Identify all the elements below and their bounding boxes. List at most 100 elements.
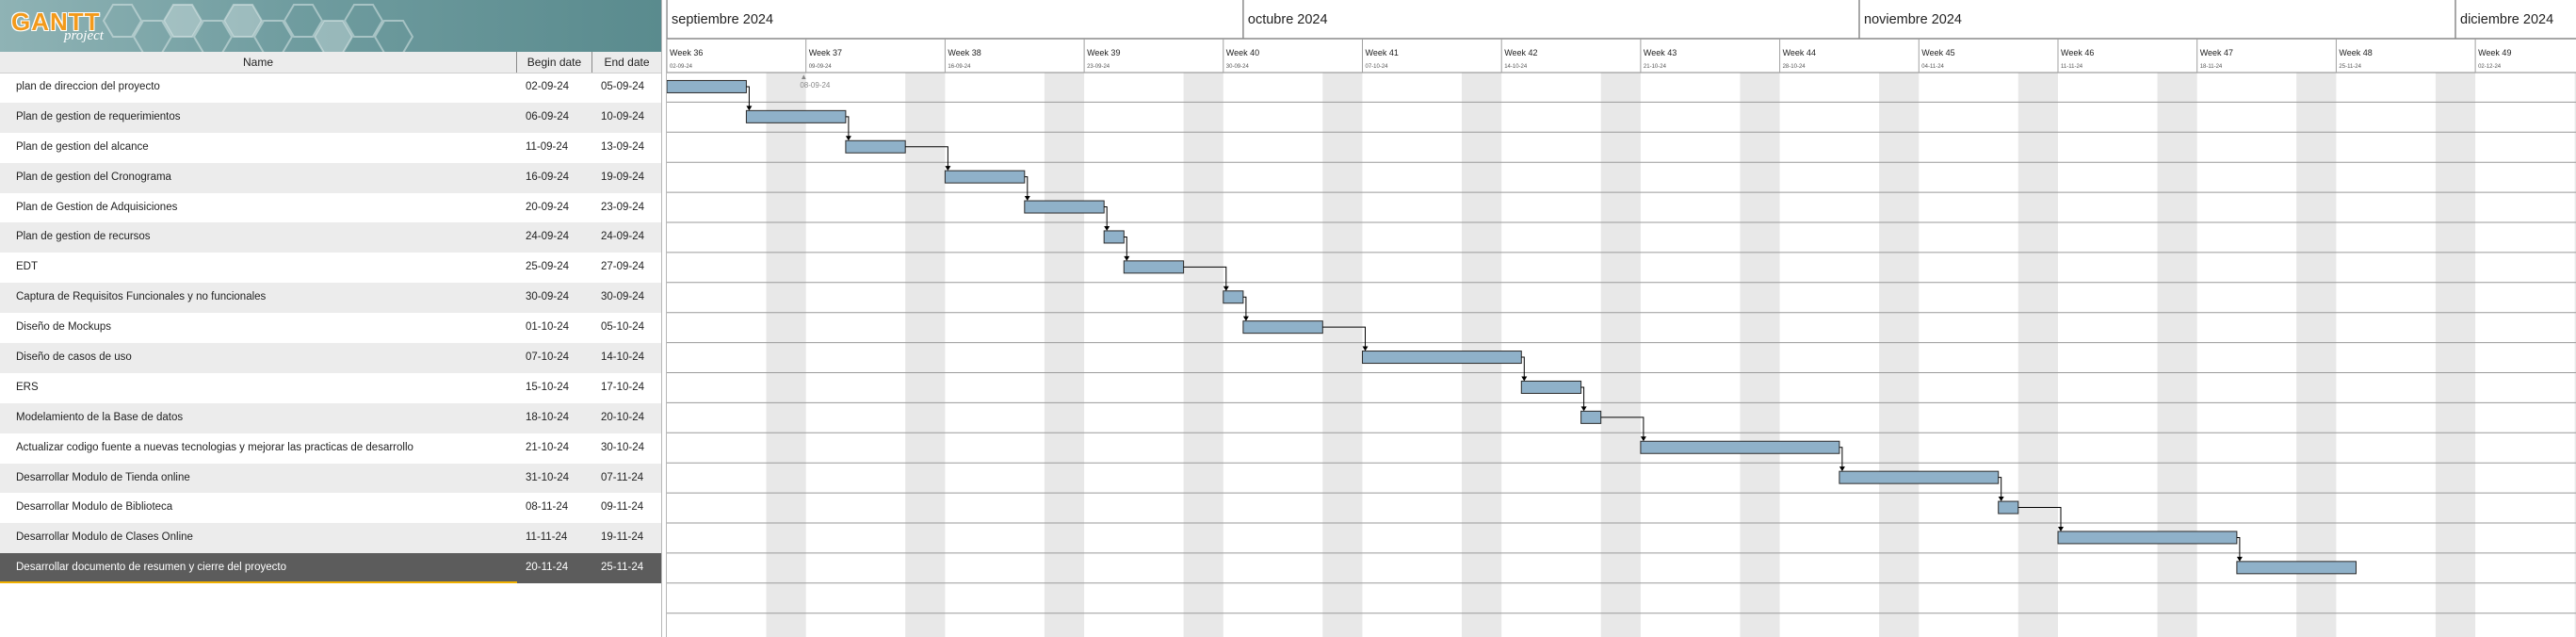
task-begin-date: 20-11-24 — [526, 562, 569, 574]
week-start-date: 18-11-24 — [2200, 64, 2223, 70]
month-label: noviembre 2024 — [1864, 12, 1962, 27]
dependency-arrow — [905, 146, 948, 171]
task-begin-date: 02-09-24 — [526, 81, 570, 92]
task-begin-date: 08-11-24 — [526, 501, 569, 514]
task-bar[interactable] — [1520, 380, 1582, 394]
task-begin-date: 18-10-24 — [526, 411, 570, 423]
task-name: Diseño de Mockups — [16, 321, 111, 334]
dependency-arrow — [1104, 206, 1108, 230]
task-bar[interactable] — [1242, 320, 1323, 335]
dependency-arrowhead-icon — [1242, 316, 1249, 321]
task-bar[interactable] — [667, 79, 747, 93]
dependency-arrowhead-icon — [746, 106, 753, 111]
task-end-date: 23-09-24 — [601, 201, 645, 213]
task-name: Plan de gestion de recursos — [16, 231, 151, 243]
task-name: Diseño de casos de uso — [16, 351, 132, 364]
task-begin-date: 25-09-24 — [526, 261, 570, 273]
week-start-date: 28-10-24 — [1783, 64, 1806, 70]
task-begin-date: 31-10-24 — [526, 471, 570, 483]
weekend-shading — [1879, 73, 1920, 637]
task-name: Plan de gestion de requerimientos — [16, 110, 181, 122]
task-bar[interactable] — [1640, 440, 1840, 454]
today-marker-icon: ▲ — [800, 73, 807, 81]
task-bar[interactable] — [944, 170, 1026, 184]
weekend-shading — [2157, 73, 2197, 637]
dependency-arrowhead-icon — [1998, 497, 2004, 502]
week-label: Week 41 — [1366, 48, 1399, 57]
week-start-date: 23-09-24 — [1087, 64, 1110, 70]
month-label: septiembre 2024 — [672, 12, 773, 27]
task-bar[interactable] — [1123, 260, 1185, 274]
column-header-end-date[interactable]: End date — [604, 56, 650, 69]
task-end-date: 13-09-24 — [601, 140, 645, 153]
task-bar[interactable] — [2057, 531, 2238, 545]
task-begin-date: 11-11-24 — [526, 531, 568, 544]
week-label: Week 49 — [2478, 48, 2511, 57]
task-end-date: 30-09-24 — [601, 291, 645, 303]
task-bar[interactable] — [1362, 351, 1522, 365]
task-bar[interactable] — [1103, 230, 1125, 244]
task-name: Actualizar codigo fuente a nuevas tecnol… — [16, 441, 413, 453]
task-bar[interactable] — [845, 139, 906, 154]
dependency-arrow — [1998, 477, 2002, 501]
weekend-shading — [2296, 73, 2337, 637]
task-name: Desarrollar documento de resumen y cierr… — [16, 562, 286, 574]
weekend-shading — [2574, 73, 2576, 637]
task-row[interactable]: Actualizar codigo fuente a nuevas tecnol… — [0, 433, 661, 464]
week-label: Week 40 — [1226, 48, 1259, 57]
task-end-date: 25-11-24 — [601, 562, 644, 574]
dependency-arrowhead-icon — [1124, 255, 1130, 261]
task-name: Plan de Gestion de Adquisiciones — [16, 201, 178, 213]
dependency-arrowhead-icon — [1024, 196, 1030, 202]
column-header-begin-date[interactable]: Begin date — [517, 52, 592, 73]
weekend-shading — [1322, 73, 1363, 637]
week-label: Week 45 — [1921, 48, 1954, 57]
task-bar[interactable] — [745, 109, 847, 123]
task-name: Plan de gestion del Cronograma — [16, 171, 171, 183]
task-end-date: 05-09-24 — [601, 81, 645, 92]
task-end-date: 10-09-24 — [601, 110, 645, 122]
task-bar[interactable] — [2236, 561, 2357, 575]
week-start-date: 25-11-24 — [2339, 64, 2361, 70]
column-header-name[interactable]: Name — [0, 52, 517, 73]
task-row[interactable]: Desarrollar documento de resumen y cierr… — [0, 553, 661, 584]
dependency-arrowhead-icon — [945, 166, 951, 172]
week-label: Week 37 — [809, 48, 842, 57]
task-row[interactable]: Captura de Requisitos Funcionales y no f… — [0, 283, 661, 314]
dependency-arrow — [1242, 296, 1247, 320]
logo-main-text: GANTT — [11, 8, 101, 36]
weekend-shading — [1183, 73, 1223, 637]
task-end-date: 05-10-24 — [601, 321, 645, 334]
task-bar[interactable] — [1998, 500, 2019, 514]
week-label: Week 48 — [2339, 48, 2372, 57]
task-bar[interactable] — [1580, 410, 1602, 424]
task-bar[interactable] — [1223, 290, 1244, 304]
task-bar[interactable] — [1839, 470, 2000, 484]
week-label: Week 44 — [1783, 48, 1816, 57]
task-table-panel: GANTT project Name Begin date End date p… — [0, 0, 661, 637]
task-end-date: 20-10-24 — [601, 411, 645, 423]
task-bar[interactable] — [1024, 200, 1105, 214]
dependency-arrowhead-icon — [1839, 466, 1845, 472]
week-start-date: 09-09-24 — [809, 64, 833, 70]
week-label: Week 36 — [670, 48, 703, 57]
panel-splitter[interactable] — [661, 0, 667, 637]
task-name: EDT — [16, 261, 38, 273]
